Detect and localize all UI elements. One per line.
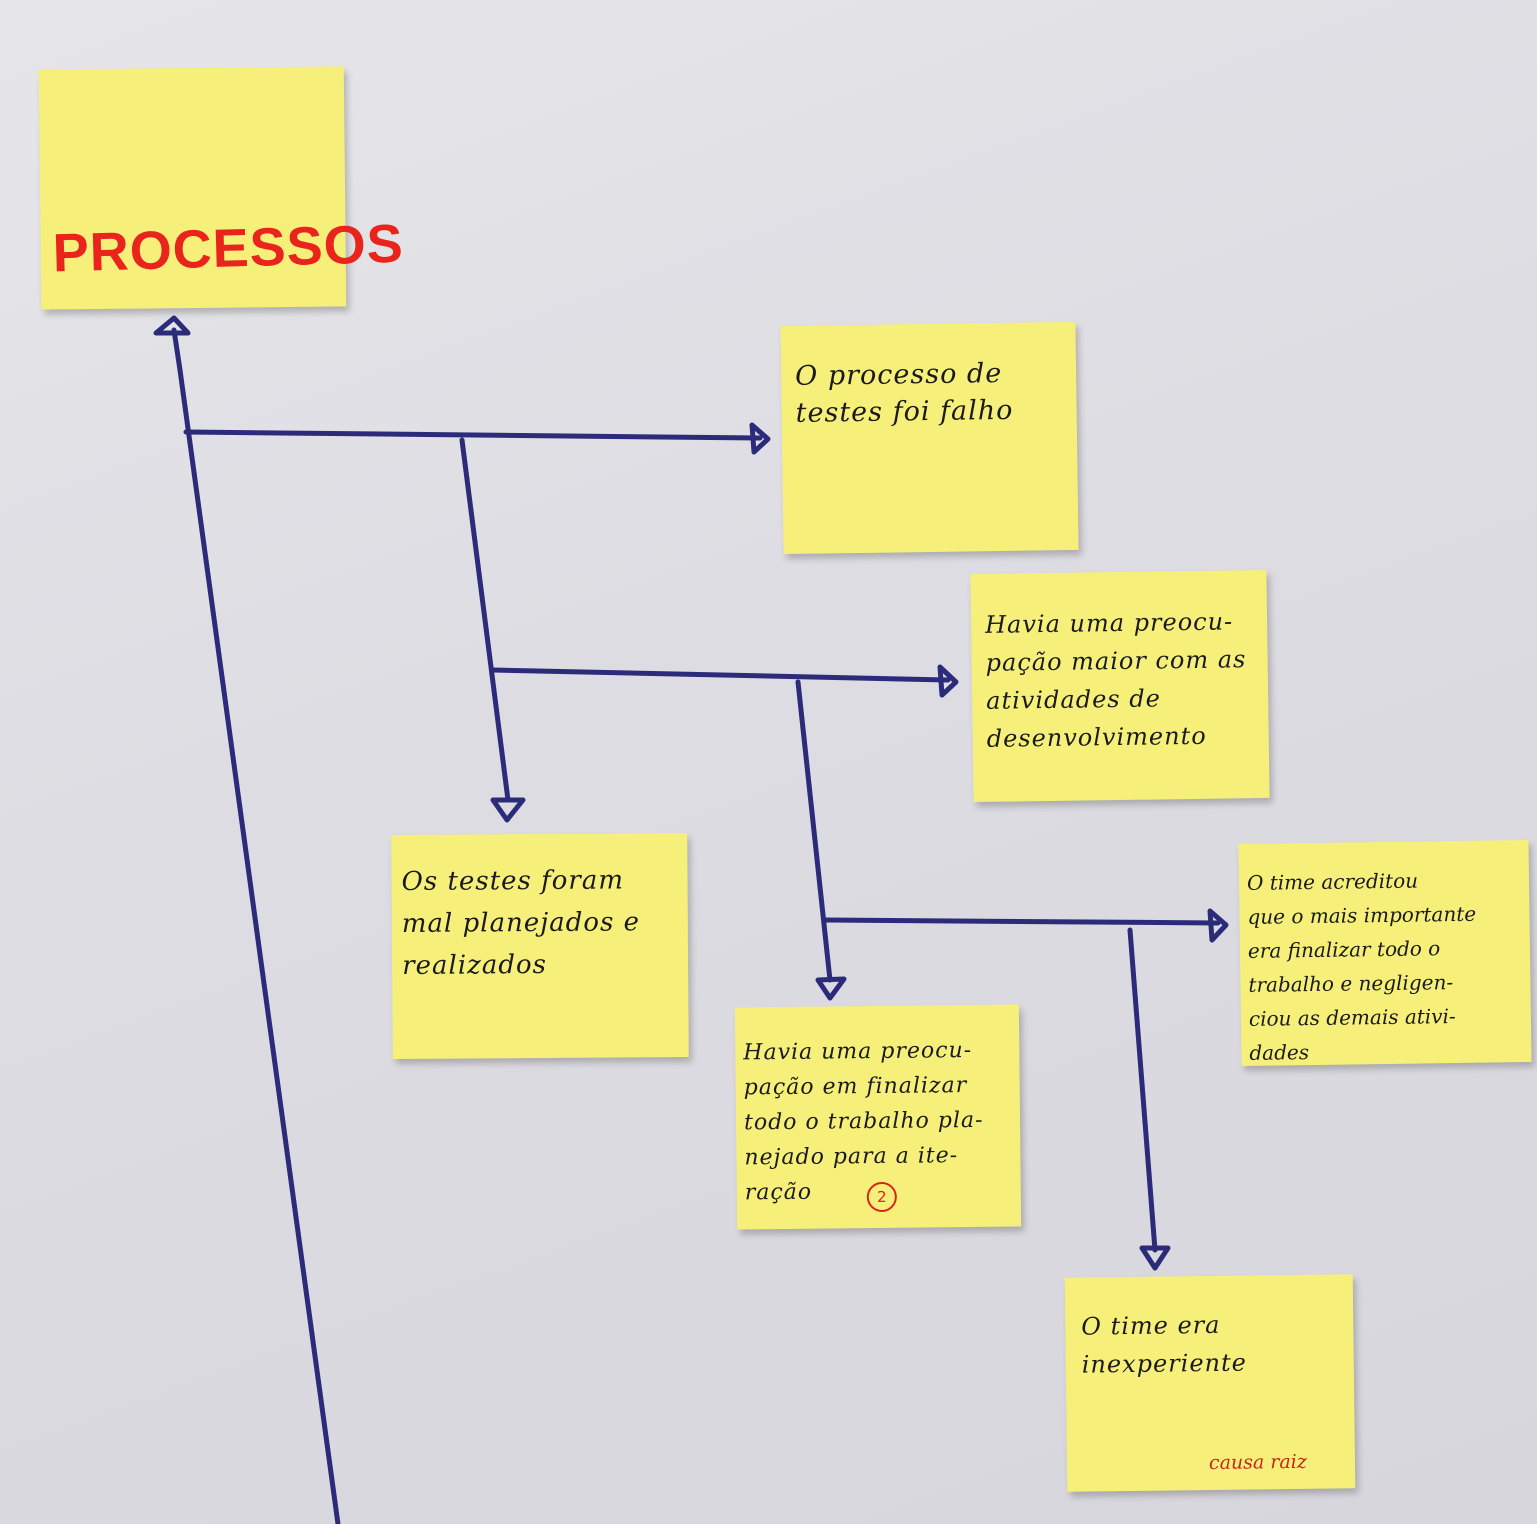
arrow-to-testes-falho <box>749 422 771 455</box>
arrow-to-title <box>153 315 191 336</box>
title-note: PROCESSOS <box>38 66 404 310</box>
title-note-label: PROCESSOS <box>51 213 405 284</box>
note-preocupacao-desenvolvimento: Havia uma preocu- pação maior com as ati… <box>970 569 1270 803</box>
note-time-acreditou: O time acreditou que o mais importante e… <box>1238 839 1532 1067</box>
note-testes-mal-planejados-text: Os testes foram mal planejados e realiza… <box>401 865 641 981</box>
branch-line-preocupacao-desenvolvimento <box>490 667 951 683</box>
note-preocupacao-finalizar: Havia uma preocu- pação em finalizar tod… <box>734 1004 1022 1230</box>
arrow-to-time-acreditou <box>1207 908 1229 943</box>
note-testes-falho-text: O processo de testes foi falho <box>794 357 1014 429</box>
note-number-marker: 2 <box>866 1181 897 1213</box>
branch-line-vertical-3 <box>1127 927 1158 1253</box>
main-trunk-line <box>171 327 341 1524</box>
arrow-to-preocupacao-finalizar <box>815 976 847 1001</box>
note-preocupacao-desenvolvimento-text: Havia uma preocu- pação maior com as ati… <box>984 607 1247 753</box>
branch-line-vertical-1 <box>459 437 511 803</box>
branch-line-vertical-2 <box>795 679 833 983</box>
arrow-to-testes-mal-planejados <box>490 797 526 823</box>
note-testes-mal-planejados: Os testes foram mal planejados e realiza… <box>391 832 689 1060</box>
note-time-inexperiente-footer: causa raiz <box>1208 1450 1307 1475</box>
note-time-inexperiente: O time era inexperiente causa raiz <box>1064 1274 1356 1492</box>
branch-line-time-acreditou <box>823 917 1221 926</box>
note-time-inexperiente-text: O time era inexperiente <box>1081 1310 1248 1379</box>
note-testes-falho: O processo de testes foi falho <box>780 321 1079 555</box>
note-time-acreditou-text: O time acreditou que o mais importante e… <box>1246 868 1477 1065</box>
branch-line-testes-falho <box>183 429 763 441</box>
arrow-to-preocupacao-desenvolvimento <box>937 664 959 698</box>
arrow-to-time-inexperiente <box>1139 1245 1171 1271</box>
